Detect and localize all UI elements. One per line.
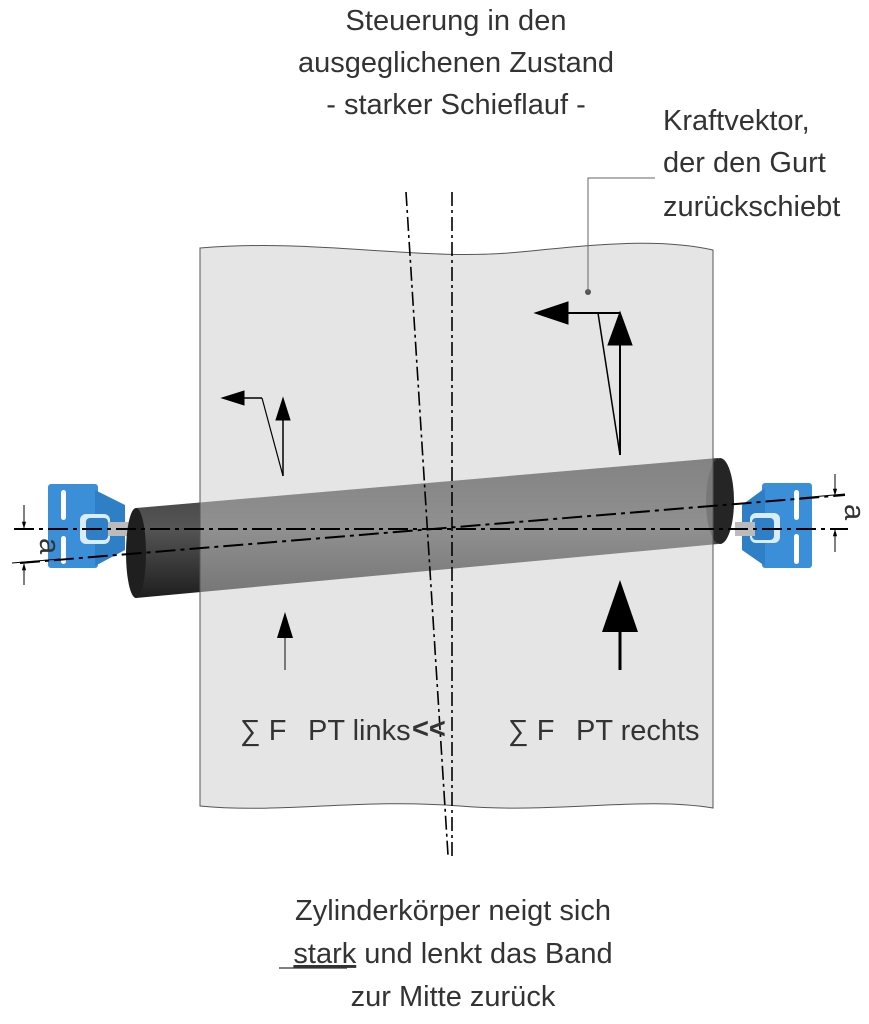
tension-arrow-right	[602, 580, 638, 670]
caption-line-2-rest: und lenkt das Band	[356, 938, 612, 970]
force-comparison-formula: ∑ F PT links << ∑ F PT rechts	[240, 713, 700, 747]
title-line-2: ausgeglichenen Zustand	[298, 47, 614, 79]
conveyor-belt	[199, 242, 714, 809]
sum-force-right-subscript: PT rechts	[576, 715, 700, 747]
caption-line-1: Zylinderkörper neigt sich	[295, 895, 611, 927]
force-vector-label-1: Kraftvektor,	[663, 105, 810, 137]
sum-force-right-symbol: ∑ F	[508, 715, 554, 747]
sum-force-left-symbol: ∑ F	[240, 715, 286, 747]
force-vector-label-3: zurückschiebt	[663, 191, 840, 223]
force-vector-label-2: der den Gurt	[663, 147, 826, 179]
dimension-a-left	[11, 505, 61, 585]
sum-force-left-subscript: PT links	[308, 715, 411, 747]
title-line-1: Steuerung in den	[346, 5, 567, 37]
force-vector-right	[533, 301, 633, 456]
caption-line-3: zur Mitte zurück	[351, 981, 556, 1013]
right-bearing-bracket	[735, 483, 812, 568]
dimension-a-right	[799, 474, 846, 552]
force-vector-left	[220, 390, 291, 477]
dimension-label-right: a	[838, 504, 869, 521]
left-bearing-bracket	[48, 484, 130, 568]
center-lines	[14, 191, 848, 858]
much-less-than-symbol: <<	[412, 713, 446, 745]
caption-line-2: stark und lenkt das Band	[293, 938, 612, 970]
caption-emphasis: stark	[293, 938, 356, 970]
tension-arrow-left	[277, 612, 293, 670]
force-vector-leader	[585, 177, 655, 295]
title-line-3: - starker Schieflauf -	[326, 89, 585, 121]
dimension-label-left: a	[33, 538, 65, 555]
